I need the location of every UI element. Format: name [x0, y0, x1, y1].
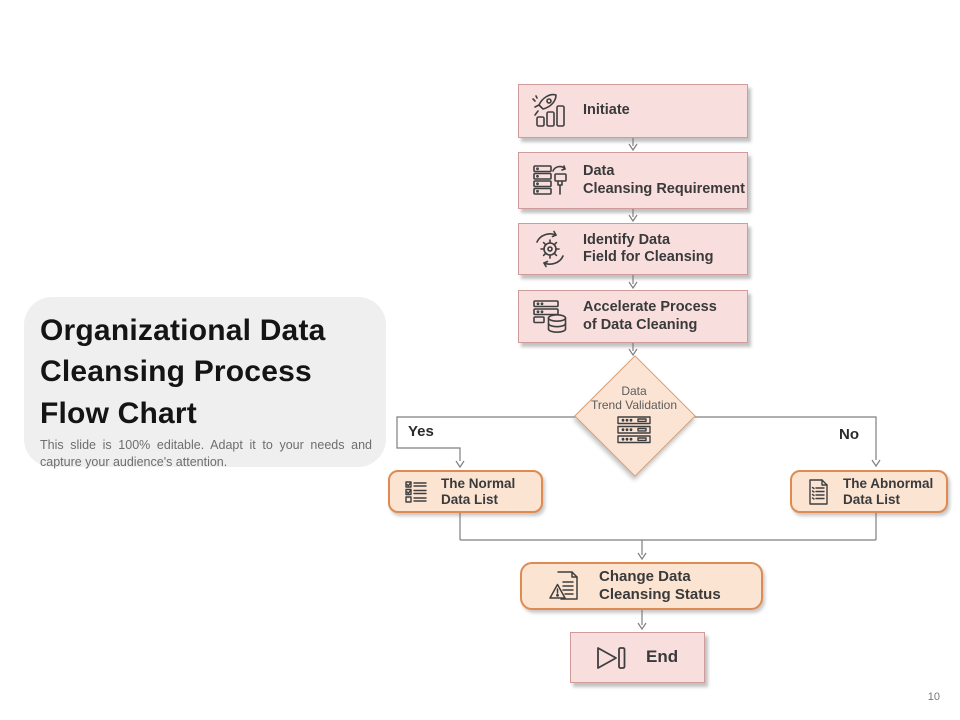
server-clean-icon: [530, 161, 570, 201]
flow-node-end: End: [570, 632, 705, 683]
flow-node-label: Initiate: [583, 102, 630, 119]
slide-subtitle: This slide is 100% editable. Adapt it to…: [40, 438, 372, 469]
flow-node-label: Data Cleansing Requirement: [583, 163, 745, 197]
flow-node-label: The Abnormal Data List: [843, 475, 934, 507]
decision-label: Data: [621, 384, 647, 398]
flow-node-normal-data-list: The Normal Data List: [388, 470, 543, 513]
document-warning-icon: [547, 568, 583, 604]
page-number: 10: [927, 691, 940, 703]
decision-label: Trend Validation: [590, 398, 678, 413]
slide-title-line: Organizational Data: [40, 314, 326, 347]
flow-node-label: The Normal Data List: [441, 475, 516, 507]
rocket-growth-icon: [530, 91, 570, 131]
slide-title: Organizational Data Cleansing Process Fl…: [40, 310, 372, 434]
flow-node-initiate: Initiate: [518, 84, 748, 138]
flow-node-identify-data-field: Identify Data Field for Cleansing: [518, 223, 748, 275]
title-card: Organizational Data Cleansing Process Fl…: [24, 297, 386, 469]
flow-node-label: Identify Data Field for Cleansing: [583, 231, 714, 265]
decision-data-trend-validation: Data Trend Validation: [574, 384, 694, 444]
checklist-icon: [402, 478, 430, 506]
flow-node-label: End: [646, 647, 679, 667]
slide-title-line: Cleansing Process: [40, 355, 312, 389]
branch-label-yes: Yes: [408, 423, 434, 440]
branch-label-no: No: [839, 426, 859, 443]
flow-node-cleansing-requirement: Data Cleansing Requirement: [518, 152, 748, 209]
flow-node-label: Change Data Cleansing Status: [599, 568, 721, 603]
flow-node-change-cleansing-status: Change Data Cleansing Status: [520, 562, 763, 610]
document-list-icon: [804, 478, 832, 506]
skip-end-icon: [593, 644, 629, 672]
flow-node-accelerate-process: Accelerate Process of Data Cleaning: [518, 290, 748, 343]
servers-icon: [615, 416, 653, 444]
gear-sync-icon: [530, 229, 570, 269]
flow-node-label: Accelerate Process of Data Cleaning: [583, 299, 717, 333]
server-database-icon: [530, 297, 570, 337]
flow-node-abnormal-data-list: The Abnormal Data List: [790, 470, 948, 513]
slide-title-line: Flow Chart: [40, 396, 197, 430]
